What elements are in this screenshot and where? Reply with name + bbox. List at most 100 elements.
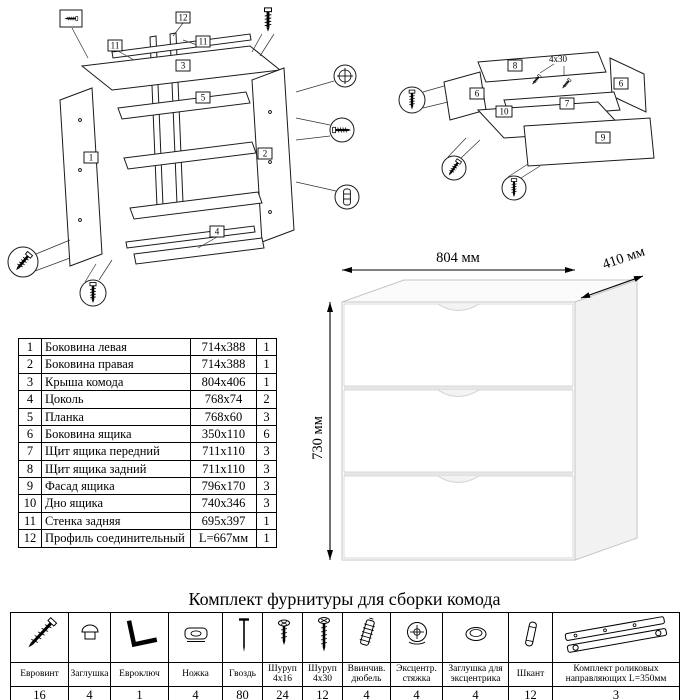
hw-icon-cell — [68, 612, 111, 663]
part-label: 2 — [257, 147, 273, 160]
hw-name: Комплект роликовых направляющих L=350мм — [552, 662, 680, 687]
hardware-qty-row: 16 4 1 4 80 24 12 4 4 4 12 3 — [10, 685, 680, 700]
part-size: 768x60 — [190, 407, 257, 426]
part-size: 740x346 — [190, 494, 257, 513]
svg-text:11: 11 — [199, 37, 208, 47]
hw-qty: 1 — [110, 685, 169, 700]
hw-icon-cell — [342, 612, 391, 663]
svg-text:10: 10 — [500, 107, 510, 117]
part-number: 10 — [18, 494, 42, 513]
hardware-icons-row — [10, 612, 680, 663]
hw-qty: 3 — [552, 685, 680, 700]
hardware-names-row: Евровинт Заглушка Евроключ Ножка Гвоздь … — [10, 662, 680, 687]
hw-icon-cell — [110, 612, 169, 663]
part-qty: 3 — [256, 494, 277, 513]
plank — [123, 141, 257, 170]
part-name: Цоколь — [41, 390, 191, 409]
drawer-handle-notch — [437, 389, 480, 397]
part-label: 6 — [469, 87, 485, 100]
part-name: Фасад ящика — [41, 476, 191, 496]
hw-name: Шуруп 4x30 — [302, 662, 343, 687]
svg-text:12: 12 — [179, 13, 188, 23]
part-name: Стенка задняя — [41, 511, 191, 531]
drawer-front — [343, 303, 574, 387]
screw-4x30-icon — [318, 617, 330, 652]
part-name: Планка — [41, 407, 191, 426]
part-label: 1 — [83, 151, 99, 164]
part-qty: 1 — [256, 337, 277, 357]
part-number: 3 — [18, 372, 42, 392]
part-name: Щит ящика передний — [41, 442, 191, 461]
hw-qty: 4 — [342, 685, 391, 700]
part-number: 8 — [18, 459, 42, 479]
part-qty: 1 — [256, 529, 277, 548]
hw-name: Эксцентр. стяжка — [390, 662, 443, 687]
drawer-exploded-diagram: 8 4x30 6 6 7 10 9 — [398, 51, 655, 201]
carcass-exploded-diagram: 12 11 11 3 5 1 2 4 — [7, 6, 360, 307]
leg-icon — [184, 627, 207, 642]
hardware-kit-title: Комплект фурнитуры для сборки комода — [188, 589, 501, 609]
part-size: 796x170 — [190, 476, 257, 496]
part-qty: 3 — [256, 459, 277, 479]
part-size: 804x406 — [190, 372, 257, 392]
part-size: 714x388 — [190, 355, 257, 374]
part-label: 4 — [209, 225, 225, 238]
depth-dimension-label: 410 мм — [600, 246, 647, 273]
width-dimension-label: 804 мм — [436, 250, 480, 266]
plank — [129, 191, 263, 220]
drawer-handle-notch — [437, 303, 480, 311]
drawer-slides-icon — [564, 616, 667, 653]
part-number: 4 — [18, 390, 42, 409]
part-number: 9 — [18, 476, 42, 496]
part-qty: 1 — [256, 355, 277, 374]
hw-qty: 4 — [168, 685, 223, 700]
hardware-kit-table: Евровинт Заглушка Евроключ Ножка Гвоздь … — [10, 612, 680, 700]
euroscrew-icon — [263, 6, 273, 34]
hw-qty: 4 — [68, 685, 111, 700]
hw-icon-cell — [552, 612, 680, 663]
hw-qty: 12 — [508, 685, 553, 700]
hw-icon-cell — [390, 612, 443, 663]
part-number: 12 — [18, 529, 42, 548]
svg-text:6: 6 — [475, 89, 480, 99]
part-label: 10 — [495, 105, 513, 118]
part-qty: 3 — [256, 407, 277, 426]
part-name: Дно ящика — [41, 494, 191, 513]
part-label: 8 — [507, 59, 523, 72]
part-number: 11 — [18, 511, 42, 531]
part-qty: 3 — [256, 476, 277, 496]
height-dimension-label: 730 мм — [310, 416, 326, 460]
hw-name: Заглушка — [68, 662, 111, 687]
hw-name: Ножка — [168, 662, 223, 687]
drawer-front — [343, 389, 574, 473]
part-size: 695x397 — [190, 511, 257, 531]
svg-text:4: 4 — [215, 227, 220, 237]
screw-dowel-icon — [359, 617, 375, 646]
dowel-icon — [524, 621, 537, 647]
part-name: Крыша комода — [41, 372, 191, 392]
hw-icon-cell — [168, 612, 223, 663]
hw-icon-cell — [10, 612, 69, 663]
part-size: 711x110 — [190, 442, 257, 461]
svg-text:9: 9 — [601, 133, 606, 143]
hw-name: Шкант — [508, 662, 553, 687]
hw-qty: 24 — [262, 685, 303, 700]
screw-icon — [560, 77, 572, 91]
part-number: 7 — [18, 442, 42, 461]
part-qty: 6 — [256, 424, 277, 444]
part-size: 768x74 — [190, 390, 257, 409]
hw-name: Гвоздь — [222, 662, 263, 687]
svg-text:8: 8 — [513, 61, 518, 71]
part-name: Щит ящика задний — [41, 459, 191, 479]
svg-text:1: 1 — [89, 153, 94, 163]
drawer-handle-notch — [437, 475, 480, 483]
euroscrew-icon — [27, 616, 57, 648]
part-label: 9 — [595, 131, 611, 144]
